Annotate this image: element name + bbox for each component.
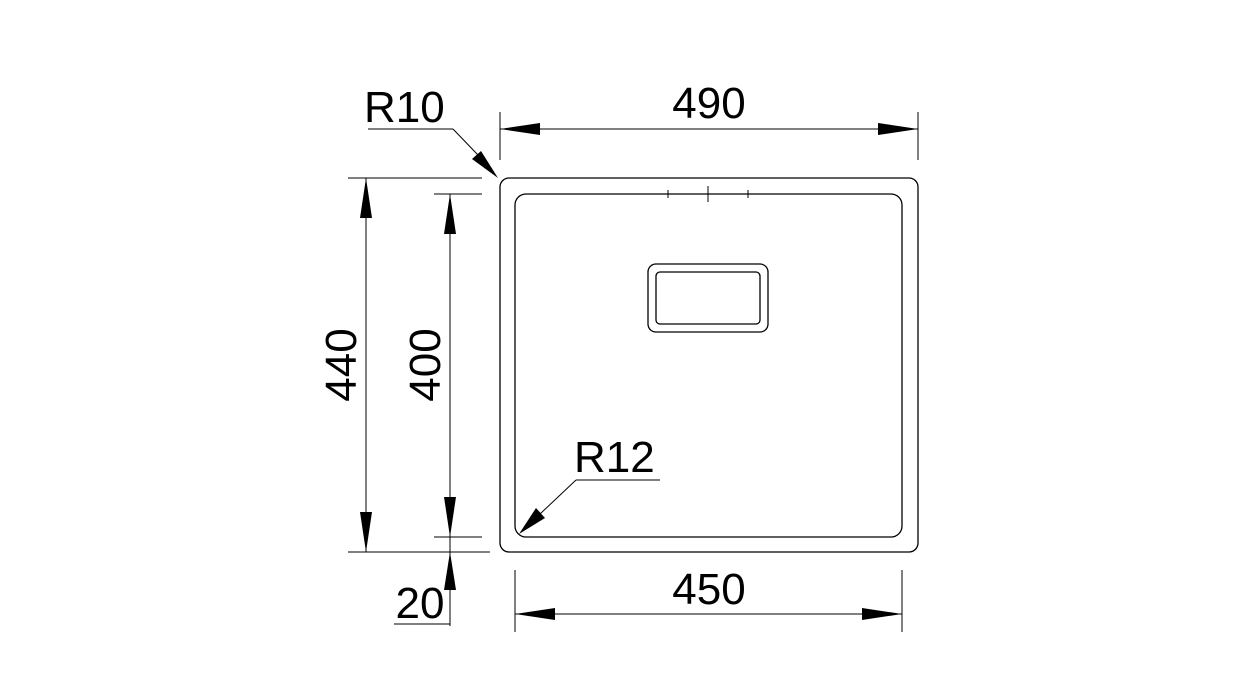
sink-outer-edge [499, 177, 919, 553]
arrow-right [862, 608, 902, 620]
arrow-up [444, 552, 456, 590]
radius-arrow [472, 151, 498, 178]
arrow-up [360, 178, 372, 218]
drain-outer [647, 263, 769, 333]
inner-radius-label: R12 [574, 433, 655, 482]
center-marks [667, 186, 749, 202]
arrow-up [444, 194, 456, 234]
outer-radius-callout: R10 [364, 83, 498, 178]
bottom-offset-dimension: 20 [394, 537, 456, 628]
outer-height-label: 440 [317, 328, 366, 401]
arrow-down [444, 497, 456, 537]
outer-width-label: 490 [672, 79, 745, 128]
arrow-down [360, 512, 372, 552]
arrow-left [515, 608, 555, 620]
inner-width-dimension: 450 [514, 565, 903, 632]
inner-width-label: 450 [672, 565, 745, 614]
outer-width-dimension: 490 [499, 79, 919, 160]
inner-radius-callout: R12 [519, 433, 660, 534]
arrow-left [500, 123, 540, 135]
radius-arrow [519, 508, 545, 534]
arrow-right [878, 123, 918, 135]
inner-height-dimension: 400 [401, 193, 482, 538]
inner-height-label: 400 [401, 328, 450, 401]
drain-inner [655, 271, 761, 325]
outer-radius-label: R10 [364, 83, 445, 132]
sink-inner-bowl [514, 193, 903, 538]
outer-height-dimension: 440 [317, 177, 490, 553]
bottom-offset-label: 20 [396, 579, 445, 628]
sink-outline [499, 177, 919, 553]
